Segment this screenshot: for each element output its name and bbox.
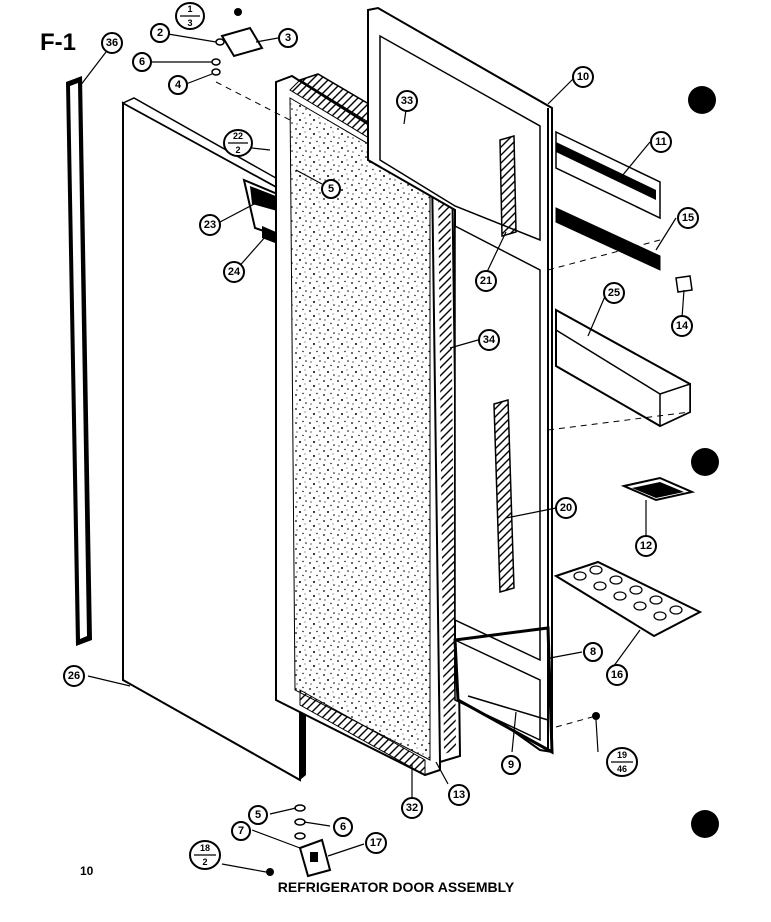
callout-label: 24 xyxy=(228,266,241,278)
callout-32: 32 xyxy=(401,797,423,819)
callout-label: 14 xyxy=(676,320,689,332)
punch-hole-middle xyxy=(691,448,719,476)
shelf-bar-upper xyxy=(555,130,661,220)
callout-label: 17 xyxy=(370,837,382,849)
leader-lines xyxy=(79,33,685,873)
diagram-caption: REFRIGERATOR DOOR ASSEMBLY xyxy=(278,879,515,895)
callout-8: 8 xyxy=(583,642,603,662)
callout-label: 6 xyxy=(340,821,346,833)
callout-label: 12 xyxy=(640,540,652,552)
callout-12: 12 xyxy=(635,535,657,557)
callout-label: 5 xyxy=(255,809,261,821)
screw-19 xyxy=(592,712,600,720)
callout-label: 10 xyxy=(577,71,589,83)
callout-33: 33 xyxy=(396,90,418,112)
sheet-id: F-1 xyxy=(40,29,76,56)
bottom-hinge xyxy=(266,804,332,878)
callout-label: 8 xyxy=(590,646,596,658)
callout-13: 13 xyxy=(448,784,470,806)
callout-numerator: 1 xyxy=(187,4,192,14)
rail-clip xyxy=(675,275,693,293)
callout-label: 3 xyxy=(285,32,291,44)
callout-label: 6 xyxy=(139,56,145,68)
callout-21: 21 xyxy=(475,270,497,292)
callout-numerator: 22 xyxy=(233,131,243,141)
callout-9: 9 xyxy=(501,755,521,775)
callout-16: 16 xyxy=(606,664,628,686)
egg-tray xyxy=(553,560,703,638)
callout-label: 5 xyxy=(328,183,334,195)
shelf-rail xyxy=(555,207,661,271)
liner-bracket-lower xyxy=(493,399,515,593)
callout-label: 23 xyxy=(204,219,216,231)
callout-23: 23 xyxy=(199,214,221,236)
callout-label: 7 xyxy=(238,825,244,837)
callout-label: 36 xyxy=(106,37,118,49)
top-hinge xyxy=(211,8,264,76)
callout-17: 17 xyxy=(365,832,387,854)
callouts: 36 1 3 2 3 6 4 22 2 5 33 10 11 15 23 24 … xyxy=(63,2,699,870)
callout-6-top: 6 xyxy=(132,52,152,72)
callout-10: 10 xyxy=(572,66,594,88)
callout-label: 15 xyxy=(682,212,694,224)
callout-11: 11 xyxy=(650,131,672,153)
alignment-lines xyxy=(215,81,691,728)
callout-20: 20 xyxy=(555,497,577,519)
callout-22-over-2: 22 2 xyxy=(223,129,253,157)
callout-14: 14 xyxy=(671,315,693,337)
callout-label: 11 xyxy=(655,136,667,148)
callout-label: 26 xyxy=(68,670,80,682)
callout-label: 2 xyxy=(157,27,163,39)
butter-dish xyxy=(620,476,696,502)
callout-label: 25 xyxy=(608,287,620,299)
outer-door-panel xyxy=(121,97,308,782)
callout-denominator: 2 xyxy=(202,857,207,867)
callout-label: 4 xyxy=(175,79,182,91)
callout-18-over-2: 18 2 xyxy=(189,840,221,870)
callout-label: 16 xyxy=(611,669,623,681)
callout-36: 36 xyxy=(101,32,123,54)
callout-15: 15 xyxy=(677,207,699,229)
punch-hole-top xyxy=(688,86,716,114)
door-gasket-strip xyxy=(66,76,92,646)
callout-numerator: 19 xyxy=(617,750,627,760)
callout-label: 20 xyxy=(560,502,572,514)
callout-7: 7 xyxy=(231,821,251,841)
liner-bracket-upper xyxy=(499,135,517,237)
punch-hole-bottom xyxy=(691,810,719,838)
page-number: 10 xyxy=(80,864,94,878)
callout-2: 2 xyxy=(150,23,170,43)
callout-19-over-46: 19 46 xyxy=(606,747,638,777)
callout-24: 24 xyxy=(223,261,245,283)
callout-denominator: 3 xyxy=(187,18,192,28)
callout-5-lower: 5 xyxy=(248,805,268,825)
callout-1-over-3: 1 3 xyxy=(175,2,205,30)
callout-label: 21 xyxy=(480,275,492,287)
callout-label: 34 xyxy=(483,334,496,346)
callout-numerator: 18 xyxy=(200,843,210,853)
callout-25: 25 xyxy=(603,282,625,304)
callout-5-upper: 5 xyxy=(321,179,341,199)
callout-label: 13 xyxy=(453,789,465,801)
callout-denominator: 2 xyxy=(235,145,240,155)
callout-26: 26 xyxy=(63,665,85,687)
callout-6-lower: 6 xyxy=(333,817,353,837)
callout-label: 9 xyxy=(508,759,514,771)
callout-label: 32 xyxy=(406,802,418,814)
callout-4: 4 xyxy=(168,75,188,95)
callout-3: 3 xyxy=(278,28,298,48)
callout-label: 33 xyxy=(401,95,413,107)
insulated-inner-door xyxy=(275,74,441,777)
callout-denominator: 46 xyxy=(617,764,627,774)
callout-34: 34 xyxy=(478,329,500,351)
door-shelf xyxy=(555,308,691,428)
lower-trim-frame xyxy=(453,626,554,755)
